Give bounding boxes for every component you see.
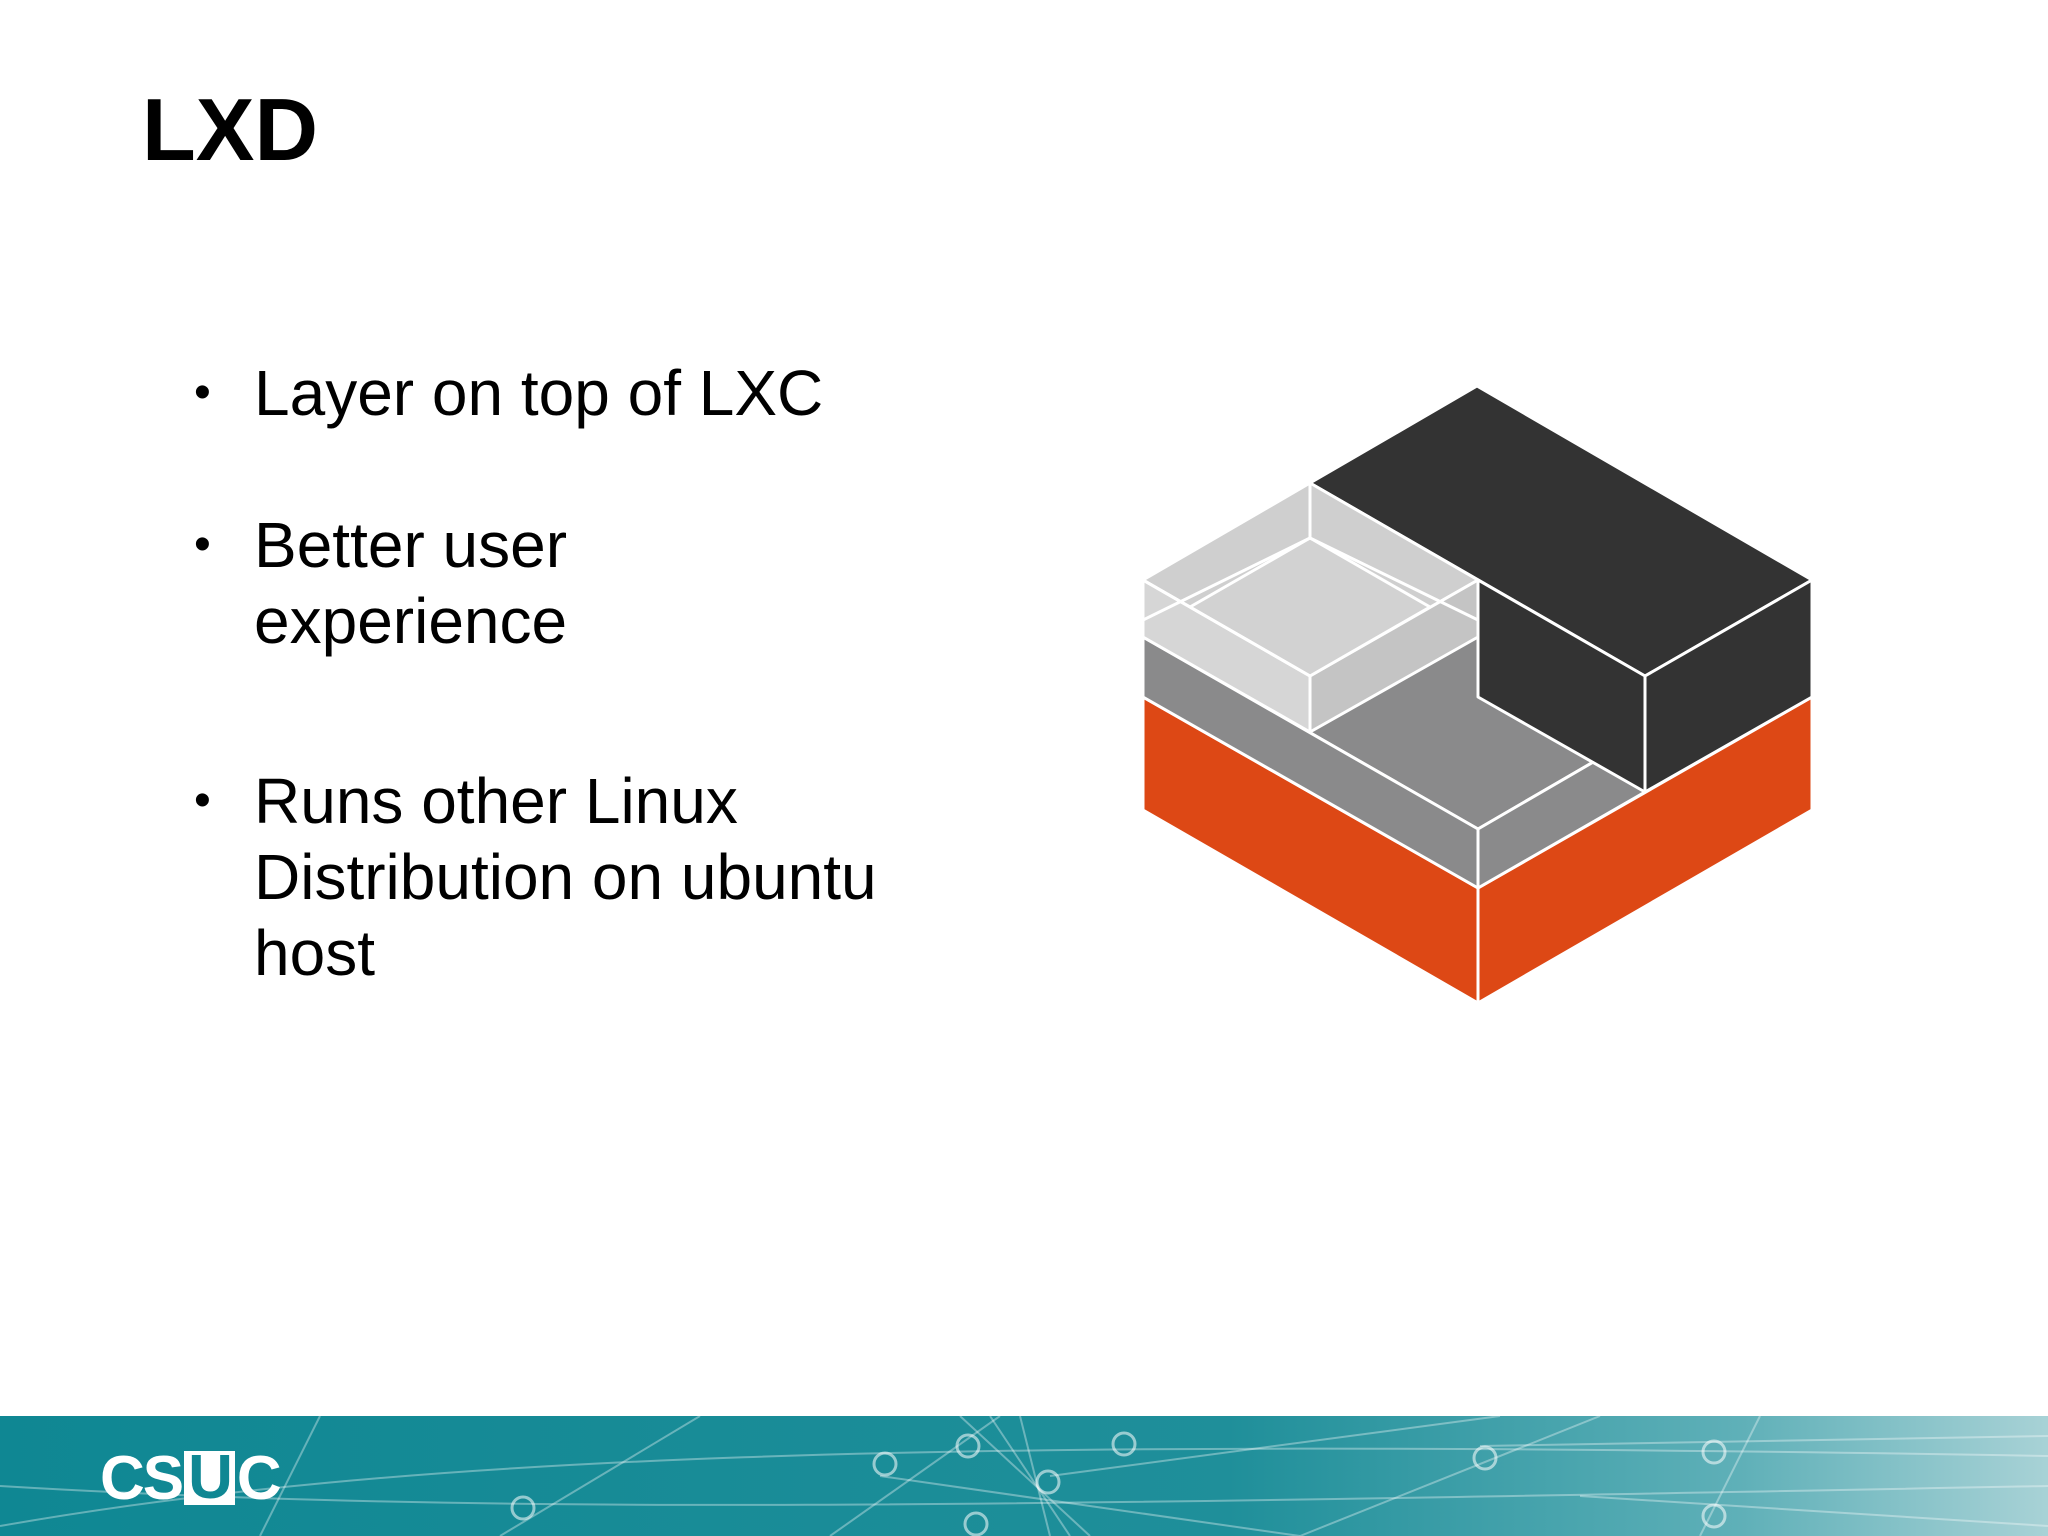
footer-network-pattern-icon <box>0 1416 2048 1536</box>
footer-band <box>0 1416 2048 1536</box>
bullet-dot-icon: • <box>194 366 211 419</box>
csuc-logo-text: CS <box>100 1443 184 1513</box>
bullet-item: • Better user experience <box>188 507 988 659</box>
slide-title: LXD <box>142 80 318 179</box>
csuc-logo-boxed-letter: U <box>184 1447 235 1509</box>
lxd-cube-logo-icon <box>1141 384 1814 1005</box>
bullet-text-line: Runs other Linux <box>254 765 738 837</box>
bullet-text-line: experience <box>254 585 568 657</box>
bullet-text-line: Better user <box>254 509 568 581</box>
cube-dark-right-face <box>1643 578 1814 794</box>
bullet-text-line: host <box>254 917 375 989</box>
bullet-item: • Runs other Linux Distribution on ubunt… <box>188 763 988 991</box>
bullet-dot-icon: • <box>194 774 211 827</box>
csuc-logo-text: C <box>236 1443 282 1513</box>
cube-light-inner-edge <box>1142 578 1311 678</box>
bullet-item: • Layer on top of LXC <box>188 355 988 431</box>
bullet-dot-icon: • <box>194 518 211 571</box>
bullet-text-line: Distribution on ubuntu <box>254 841 877 913</box>
bullet-text: Layer on top of LXC <box>254 357 824 429</box>
bullet-list: • Layer on top of LXC • Better user expe… <box>188 355 988 991</box>
